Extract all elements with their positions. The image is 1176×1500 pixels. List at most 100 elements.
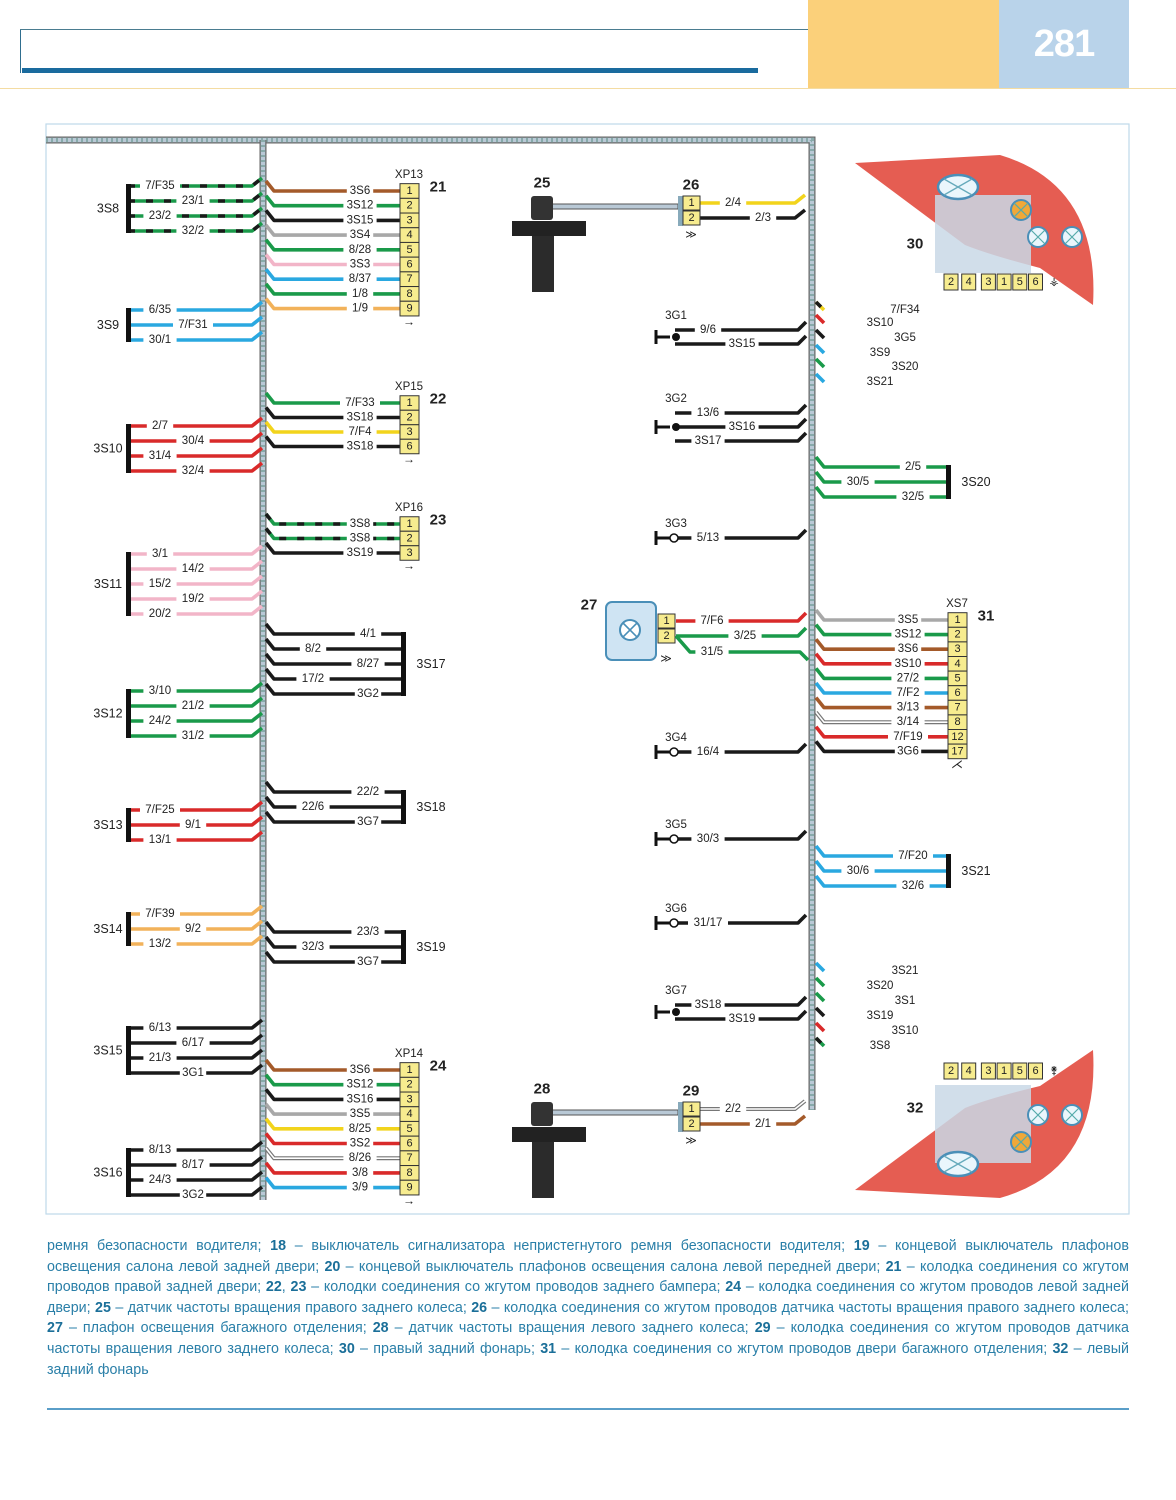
wire — [814, 1021, 826, 1033]
wire — [264, 209, 400, 223]
wire-line — [264, 541, 400, 555]
wire-label: 3S12 — [347, 1079, 374, 1091]
ground-label: 3G3 — [665, 518, 687, 530]
wire-label: 3/14 — [897, 716, 920, 728]
wire — [264, 282, 400, 296]
wire-label: 3S18 — [695, 999, 722, 1011]
pin-number: 1 — [406, 397, 412, 409]
pin-number: 2 — [688, 1118, 694, 1130]
connector-cap — [678, 196, 683, 226]
label-bg — [719, 196, 747, 210]
connector-pin — [943, 273, 959, 291]
splice-bar — [126, 808, 131, 842]
wire — [264, 1176, 400, 1190]
wire — [264, 1161, 400, 1175]
label-bg — [173, 318, 213, 332]
label-bg — [863, 979, 897, 993]
splice-label: 3S10 — [93, 442, 122, 456]
wire-line — [814, 696, 948, 710]
label-bg — [140, 179, 180, 193]
wire-label: 13/2 — [149, 938, 171, 950]
wire-line — [675, 1009, 808, 1021]
wire — [814, 623, 948, 637]
label-bg — [176, 729, 210, 743]
wire-label: 8/26 — [349, 1152, 371, 1164]
pin-number: 1 — [663, 615, 669, 627]
caption-text: – колодка соединения со жгутом проводов … — [47, 1279, 1129, 1316]
wire — [264, 622, 403, 636]
harness-hatch — [46, 137, 815, 1110]
pin-number: 1 — [406, 518, 412, 530]
wire-label: 3G2 — [182, 1189, 204, 1201]
label-bg — [176, 592, 210, 606]
wire-line — [814, 710, 948, 725]
wire-label: 3S19 — [867, 1010, 894, 1022]
wire-label: 22/6 — [302, 801, 324, 813]
ground-ring — [669, 918, 679, 928]
arrow-icon: ≫ — [685, 229, 697, 241]
wire — [128, 315, 264, 327]
wire-label: 30/4 — [182, 435, 205, 447]
wire — [814, 1006, 826, 1018]
arrow-icon: ⋌ — [951, 757, 963, 771]
label-bg — [143, 209, 177, 223]
wire — [264, 238, 400, 252]
wire-label: 32/2 — [182, 225, 204, 237]
wire-line — [814, 470, 948, 484]
wire-stripe — [128, 191, 264, 203]
wire-label: 2/7 — [152, 420, 168, 432]
pin-number: 1 — [1001, 1065, 1007, 1077]
label-bg — [725, 1012, 759, 1026]
splice-label: 3S12 — [93, 707, 122, 721]
label-bg — [354, 627, 382, 641]
wire-label: 19/2 — [182, 593, 204, 605]
caption-ref-number: 30 — [338, 1340, 355, 1357]
component-number: 32 — [907, 1100, 924, 1117]
label-bg — [749, 211, 777, 225]
splice-bar — [126, 912, 131, 946]
splice-label: 3S17 — [416, 657, 445, 671]
wire-line — [264, 810, 403, 824]
label-bg — [891, 331, 919, 345]
splice-bar — [126, 184, 131, 233]
wire — [814, 328, 826, 340]
caption-ref-number: 18 — [270, 1238, 287, 1254]
wire-label: 32/4 — [182, 465, 205, 477]
connector-name: XP14 — [395, 1048, 424, 1060]
label-bg — [354, 687, 382, 701]
wire-label: 7/F33 — [345, 397, 374, 409]
pin-number: 1 — [1001, 276, 1007, 288]
caption-text: – плафон освещения багажного отделения; — [62, 1320, 373, 1337]
wire — [264, 1117, 400, 1131]
ground-node — [672, 423, 680, 431]
arrow-icon: ≫ — [685, 1135, 697, 1147]
pin-number: 1 — [406, 1064, 412, 1076]
page-number: 281 — [1033, 22, 1095, 65]
sensor-body — [532, 1142, 554, 1198]
ground-label: 3G5 — [665, 819, 687, 831]
wire-label: 3S21 — [867, 376, 894, 388]
wire — [128, 696, 264, 708]
label-bg — [841, 864, 875, 878]
wire-line — [676, 626, 808, 638]
wire-line — [264, 1102, 400, 1116]
splice-bar — [401, 632, 406, 696]
wire-line — [675, 417, 808, 429]
wire-label: 3S12 — [347, 200, 374, 212]
wire — [128, 1033, 264, 1045]
ground-mark-icon: ⚶ — [1049, 276, 1058, 288]
connector-pin — [1012, 273, 1028, 291]
ground-node — [672, 333, 680, 341]
splice-label: 3S18 — [416, 800, 445, 814]
wire-label: 14/2 — [182, 563, 204, 575]
wire — [264, 223, 400, 237]
caption-text: – левый задний фонарь — [47, 1340, 1129, 1378]
wire-label: 24/3 — [149, 1174, 171, 1186]
